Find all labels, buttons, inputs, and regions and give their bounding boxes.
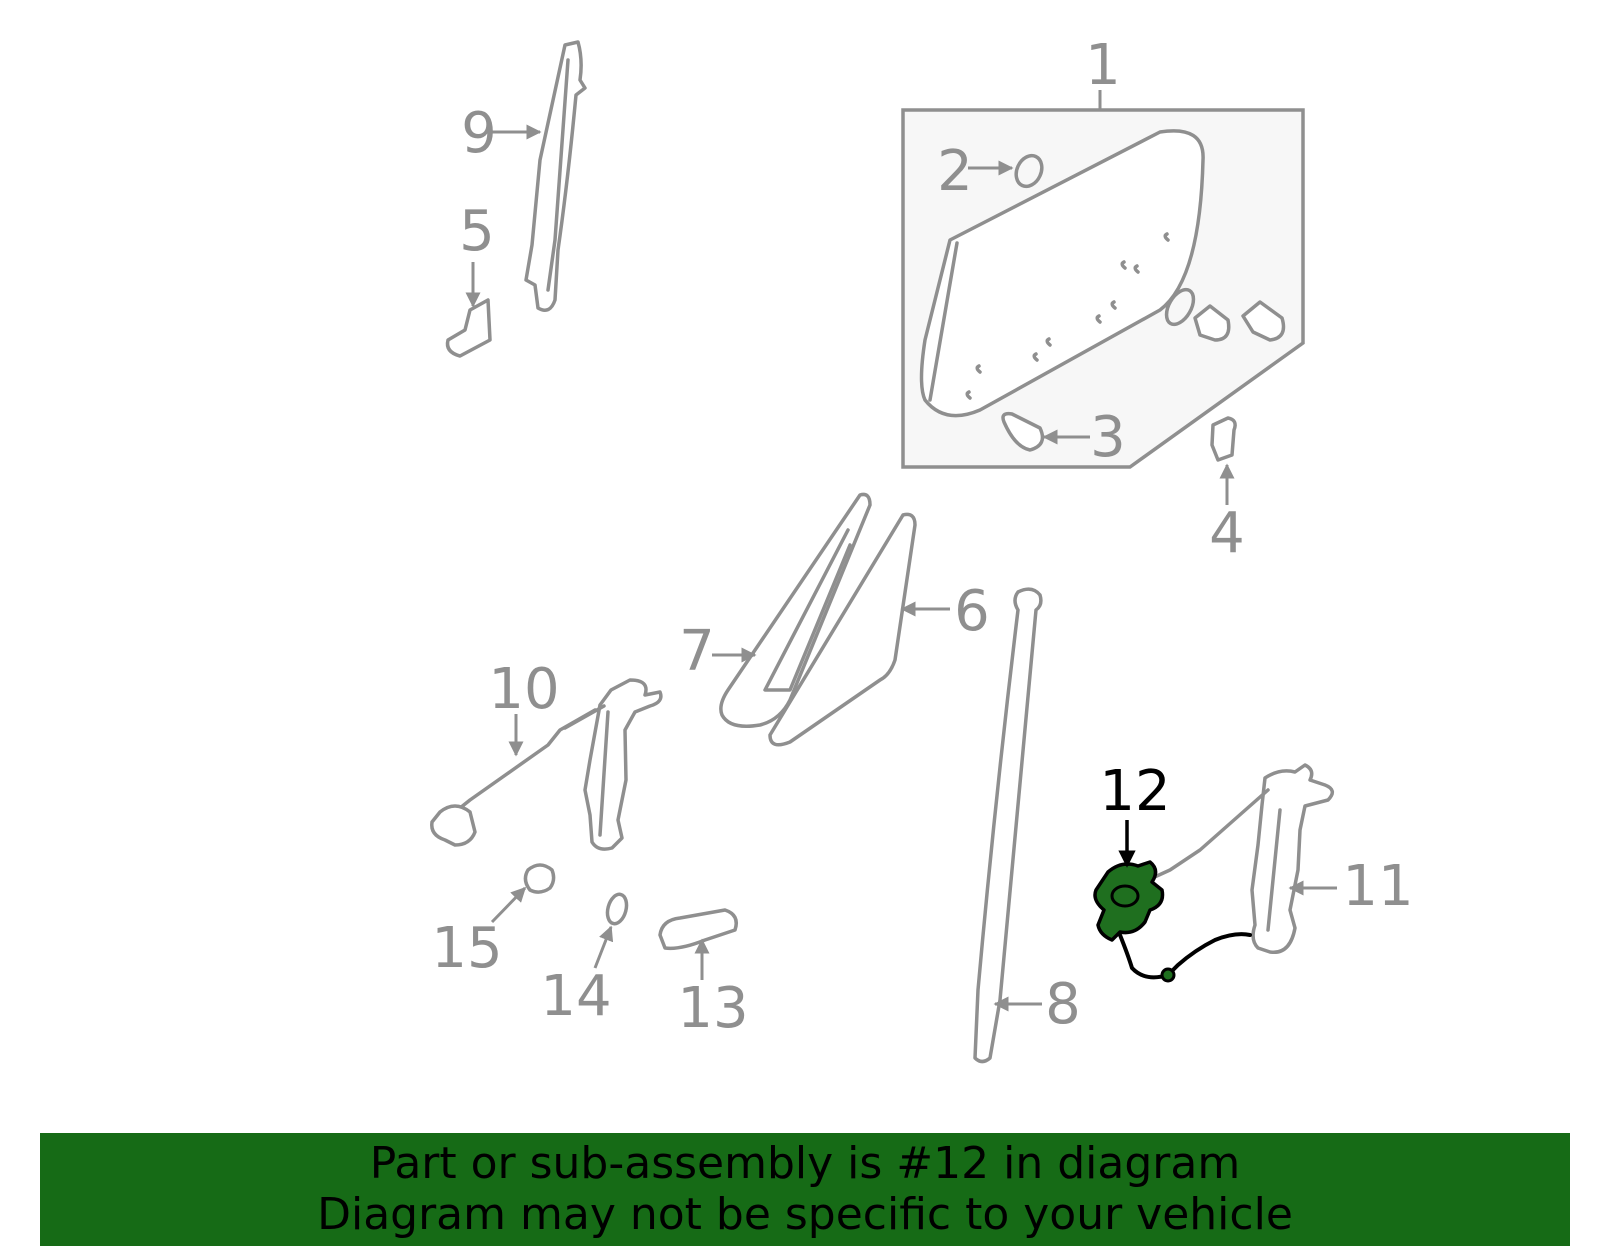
part-5-bracket	[445, 298, 492, 358]
part-7-quarter-glass	[719, 492, 872, 728]
callout-15: 15	[431, 916, 502, 981]
callout-8: 8	[1045, 972, 1081, 1037]
callout-7: 7	[679, 619, 715, 684]
part-4-clip	[1210, 416, 1237, 462]
part-8-channel	[973, 587, 1043, 1064]
callout-1: 1	[1085, 33, 1121, 98]
callout-4: 4	[1209, 501, 1245, 566]
callout-14: 14	[540, 964, 611, 1029]
callout-12: 12	[1099, 759, 1170, 824]
callout-5: 5	[459, 199, 495, 264]
callout-3: 3	[1090, 405, 1126, 470]
part-6-quarter-glass-seal	[768, 512, 917, 747]
callout-6: 6	[954, 579, 990, 644]
part-15-grommet	[523, 863, 556, 894]
part-13-handle	[658, 908, 738, 951]
callout-11: 11	[1342, 854, 1413, 919]
callout-13: 13	[677, 976, 748, 1041]
callout-9: 9	[461, 101, 497, 166]
part-12-window-motor	[1093, 860, 1252, 983]
banner-line-1: Part or sub-assembly is #12 in diagram	[369, 1138, 1241, 1189]
info-banner: Part or sub-assembly is #12 in diagram D…	[40, 1133, 1570, 1246]
part-9-run-channel	[524, 40, 587, 312]
callout-2: 2	[937, 139, 973, 204]
banner-line-2: Diagram may not be specific to your vehi…	[317, 1189, 1293, 1240]
part-14-o-ring	[605, 892, 629, 926]
part-11-regulator	[1146, 763, 1335, 955]
callout-10: 10	[488, 657, 559, 722]
part-1-glass-assembly	[901, 90, 1305, 469]
part-10-regulator	[430, 678, 663, 851]
leader-lines	[465, 124, 1337, 1012]
